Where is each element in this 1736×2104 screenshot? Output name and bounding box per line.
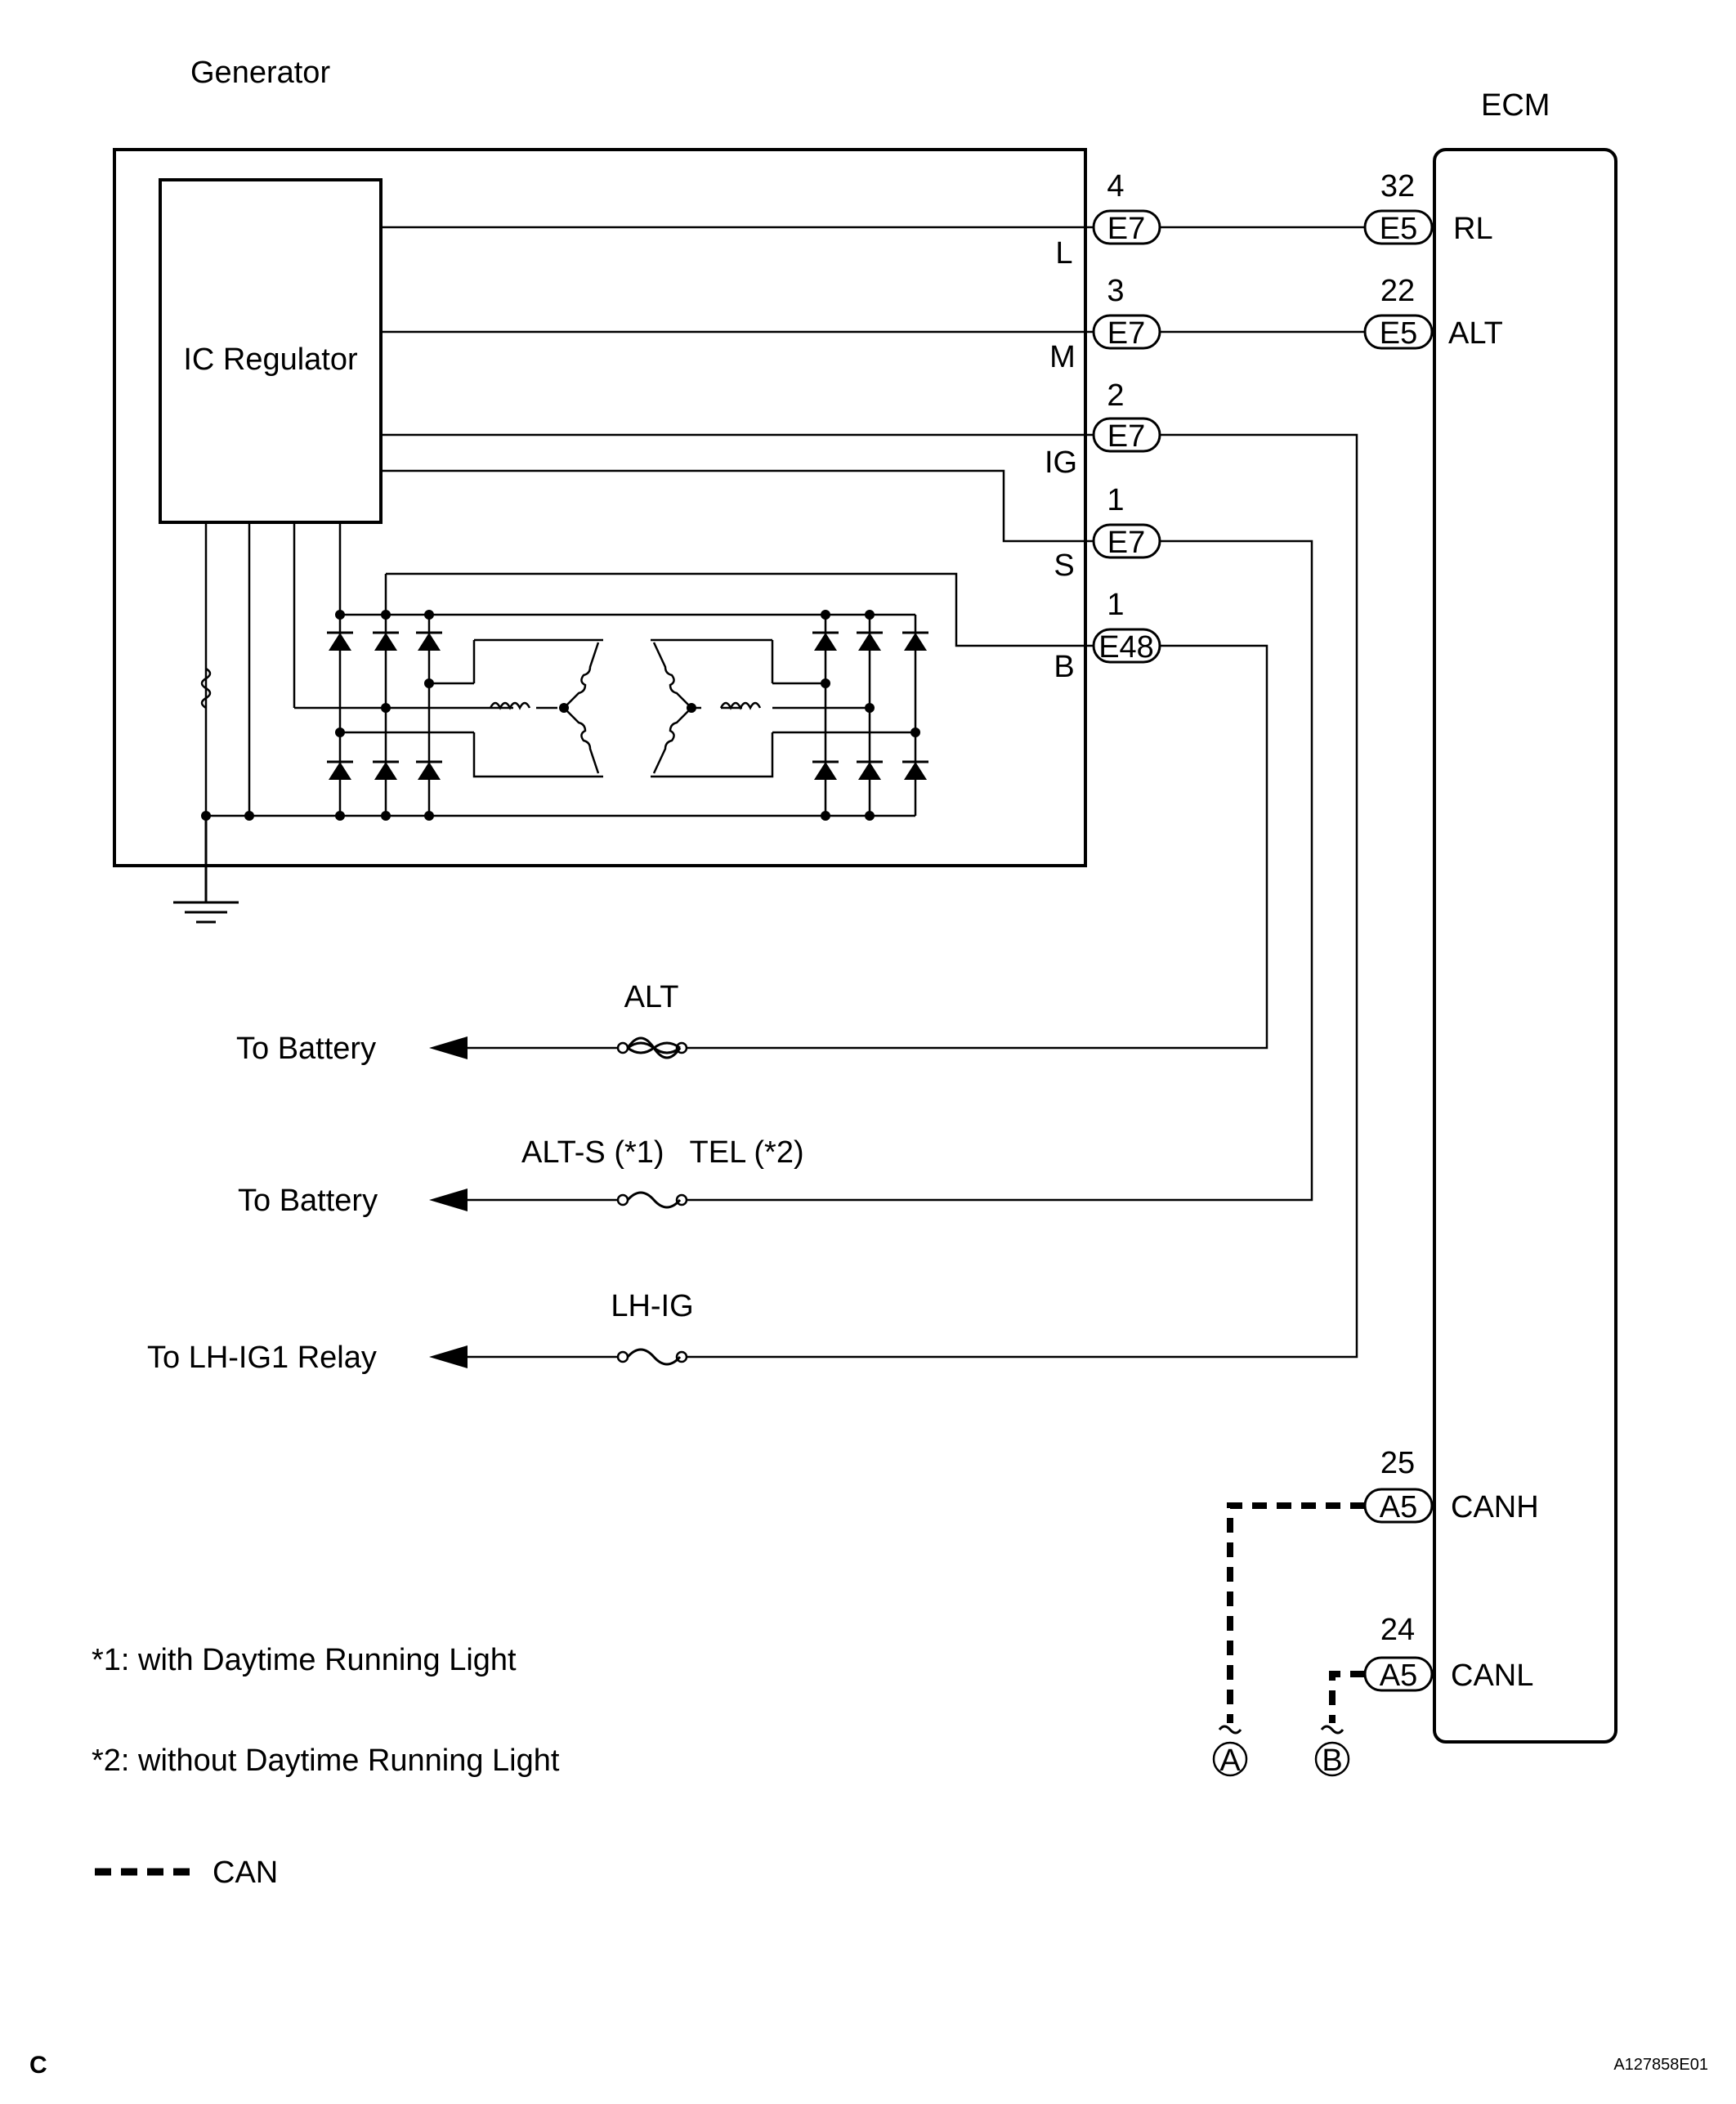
- ecm-connector-CANL: A5 24 CANL: [1363, 1613, 1533, 1693]
- svg-text:ALT-S (*1) TEL (*2): ALT-S (*1) TEL (*2): [521, 1135, 804, 1170]
- junction-dots: [201, 610, 920, 821]
- gen-connector-M: E7 3 M: [1049, 274, 1161, 374]
- svg-text:25: 25: [1380, 1446, 1415, 1480]
- generator-title: Generator: [190, 56, 330, 90]
- feed-alt: To Battery ALT: [236, 980, 688, 1066]
- svg-text:E5: E5: [1380, 316, 1417, 351]
- diode-right-top: [814, 633, 927, 651]
- svg-text:ALT: ALT: [624, 980, 679, 1014]
- svg-text:S: S: [1054, 548, 1074, 583]
- svg-text:CANH: CANH: [1451, 1490, 1539, 1524]
- footer-corner: C: [29, 2052, 47, 2079]
- svg-text:1: 1: [1107, 588, 1124, 622]
- svg-text:To Battery: To Battery: [236, 1032, 376, 1066]
- svg-text:A: A: [1219, 1744, 1241, 1778]
- footer-code: A127858E01: [1613, 2056, 1708, 2074]
- note-2: *2: without Daytime Running Light: [92, 1744, 560, 1778]
- off-page-a: [1212, 1741, 1248, 1777]
- svg-text:2: 2: [1107, 378, 1124, 413]
- svg-text:4: 4: [1107, 169, 1124, 204]
- ground-symbol: [173, 816, 239, 924]
- ecm-connector-ALT: E5 22 ALT: [1363, 274, 1503, 351]
- coil-inductors: [200, 642, 762, 774]
- diode-right-bottom: [814, 762, 927, 780]
- svg-text:E5: E5: [1380, 212, 1417, 246]
- svg-text:CANL: CANL: [1451, 1659, 1533, 1693]
- rectifier-circuit: [204, 522, 917, 817]
- gen-connector-IG: E7 2 IG: [1045, 378, 1161, 480]
- gen-connector-L: E7 4 L: [1055, 169, 1161, 271]
- svg-text:L: L: [1055, 236, 1072, 271]
- can-bus-lines: [1227, 1502, 1365, 1723]
- generator-box: [113, 148, 1087, 867]
- off-page-b: [1314, 1741, 1350, 1777]
- svg-text:A5: A5: [1380, 1490, 1417, 1524]
- svg-text:22: 22: [1380, 274, 1415, 308]
- svg-text:LH-IG: LH-IG: [611, 1289, 693, 1323]
- svg-text:To Battery: To Battery: [238, 1184, 378, 1218]
- feed-alt-s-tel: To Battery ALT-S (*1) TEL (*2): [238, 1135, 804, 1218]
- svg-text:1: 1: [1107, 483, 1124, 517]
- svg-text:E7: E7: [1107, 526, 1145, 560]
- ic-regulator-label: IC Regulator: [183, 342, 358, 377]
- svg-text:A5: A5: [1380, 1659, 1417, 1693]
- svg-text:3: 3: [1107, 274, 1124, 308]
- note-1: *1: with Daytime Running Light: [92, 1643, 517, 1677]
- feed-lh-ig: To LH-IG1 Relay LH-IG: [147, 1289, 694, 1375]
- ecm-connector-RL: E5 32 RL: [1363, 169, 1493, 246]
- svg-text:M: M: [1049, 340, 1076, 374]
- svg-text:E7: E7: [1107, 212, 1145, 246]
- svg-text:IG: IG: [1045, 445, 1077, 480]
- svg-text:RL: RL: [1453, 212, 1493, 246]
- gen-connector-S: E7 1 S: [1054, 483, 1161, 583]
- diode-left-top: [329, 633, 441, 651]
- svg-text:ALT: ALT: [1448, 316, 1503, 351]
- svg-text:B: B: [1054, 650, 1074, 684]
- ic-regulator-box: [159, 178, 383, 524]
- diode-left-bottom: [329, 762, 441, 780]
- wires: [381, 226, 1365, 1359]
- legend-can-label: CAN: [213, 1856, 278, 1890]
- ecm-box: [1433, 148, 1617, 1744]
- ecm-connector-CANH: A5 25 CANH: [1363, 1446, 1539, 1524]
- off-page-markers: A B: [1212, 1725, 1350, 1778]
- ecm-title: ECM: [1481, 88, 1550, 123]
- gen-connector-B: E48 1 B: [1054, 588, 1161, 684]
- diode-bars: [327, 631, 928, 763]
- svg-text:E7: E7: [1107, 419, 1145, 454]
- svg-text:B: B: [1322, 1744, 1342, 1778]
- svg-text:E7: E7: [1107, 316, 1145, 351]
- svg-text:E48: E48: [1098, 630, 1154, 665]
- svg-text:32: 32: [1380, 169, 1415, 204]
- svg-text:24: 24: [1380, 1613, 1415, 1647]
- svg-text:To LH-IG1 Relay: To LH-IG1 Relay: [147, 1341, 377, 1375]
